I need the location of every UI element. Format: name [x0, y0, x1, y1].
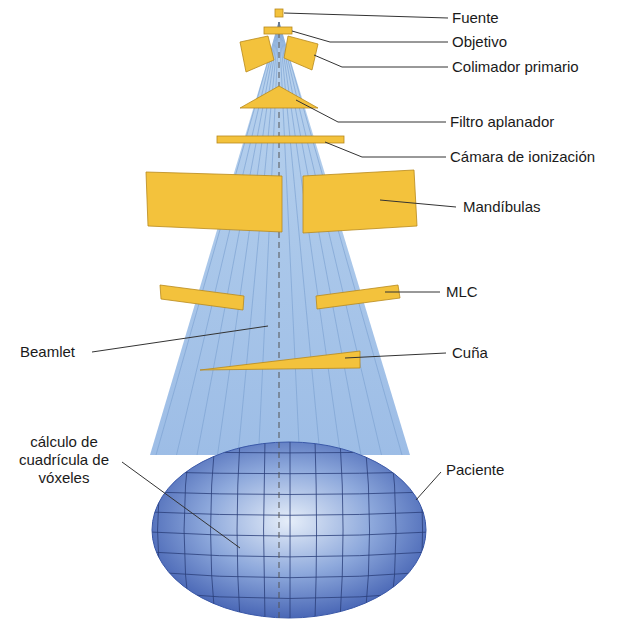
patient-ellipse	[152, 442, 426, 618]
voxel-grid	[150, 440, 430, 620]
primary-collimator-left	[240, 36, 274, 72]
collimator-label: Colimador primario	[452, 58, 579, 76]
grid-line	[150, 612, 430, 619]
jaw-left	[146, 172, 282, 232]
beam-cone	[150, 22, 410, 455]
leader-line	[416, 472, 441, 500]
grid-line	[150, 492, 430, 494]
beamlet-line	[279, 22, 382, 455]
beamlet-line	[177, 22, 280, 455]
leader-line	[92, 326, 268, 352]
beamlet-line	[279, 22, 341, 455]
central-axis	[279, 22, 280, 620]
leader-line	[345, 353, 446, 358]
leader-line	[296, 100, 446, 122]
jaws-label: Mandíbulas	[463, 198, 541, 216]
grid-line	[315, 440, 317, 620]
mlc-label: MLC	[446, 283, 478, 301]
patient-label: Paciente	[446, 461, 504, 479]
leader-line	[314, 55, 448, 67]
flattening-filter	[240, 86, 318, 108]
grid-line	[390, 440, 396, 620]
beamlet-lines	[156, 22, 402, 455]
leader-line	[380, 200, 456, 207]
beamlet-line	[259, 22, 280, 455]
grid-line	[150, 532, 430, 536]
leader-line	[325, 142, 446, 157]
beamlet-line	[279, 22, 361, 455]
beamlet-line	[197, 22, 279, 455]
grid-line	[340, 440, 343, 620]
wedge-label: Cuña	[452, 344, 488, 362]
beamlet-line	[238, 22, 279, 455]
grid-line	[264, 440, 265, 620]
grid-line	[150, 572, 430, 578]
voxel-grid-label: cálculo de cuadrícula de vóxeles	[6, 433, 122, 487]
wedge	[200, 351, 360, 370]
source-block	[275, 9, 283, 17]
beamlet-line	[218, 22, 280, 455]
leader-line	[122, 462, 240, 548]
grid-line	[365, 440, 370, 620]
grid-line	[150, 592, 430, 598]
source-label: Fuente	[452, 9, 499, 27]
grid-line	[150, 452, 430, 454]
grid-line	[211, 440, 215, 620]
beamlet-line	[279, 22, 320, 455]
grid-line	[184, 440, 190, 620]
mlc-right	[316, 285, 400, 309]
beamlet-label: Beamlet	[20, 343, 75, 361]
leader-lines	[92, 13, 456, 548]
chamber-label: Cámara de ionización	[450, 148, 595, 166]
beamlet-line	[156, 22, 279, 455]
grid-line	[150, 472, 430, 474]
leader-line	[385, 292, 440, 293]
beamlet-line	[279, 22, 402, 455]
grid-line	[237, 440, 240, 620]
leader-line	[284, 13, 448, 18]
ionization-chamber	[217, 136, 344, 143]
grid-line	[150, 552, 430, 557]
grid-line	[415, 440, 423, 620]
leader-line	[292, 31, 448, 42]
grid-line	[158, 440, 165, 620]
target-label: Objetivo	[452, 33, 507, 51]
mlc-left	[160, 285, 244, 310]
target-plate	[264, 27, 292, 34]
beamlet-line	[279, 22, 300, 455]
grid-line	[290, 440, 291, 620]
filter-label: Filtro aplanador	[450, 113, 554, 131]
primary-collimator-right	[284, 36, 318, 70]
